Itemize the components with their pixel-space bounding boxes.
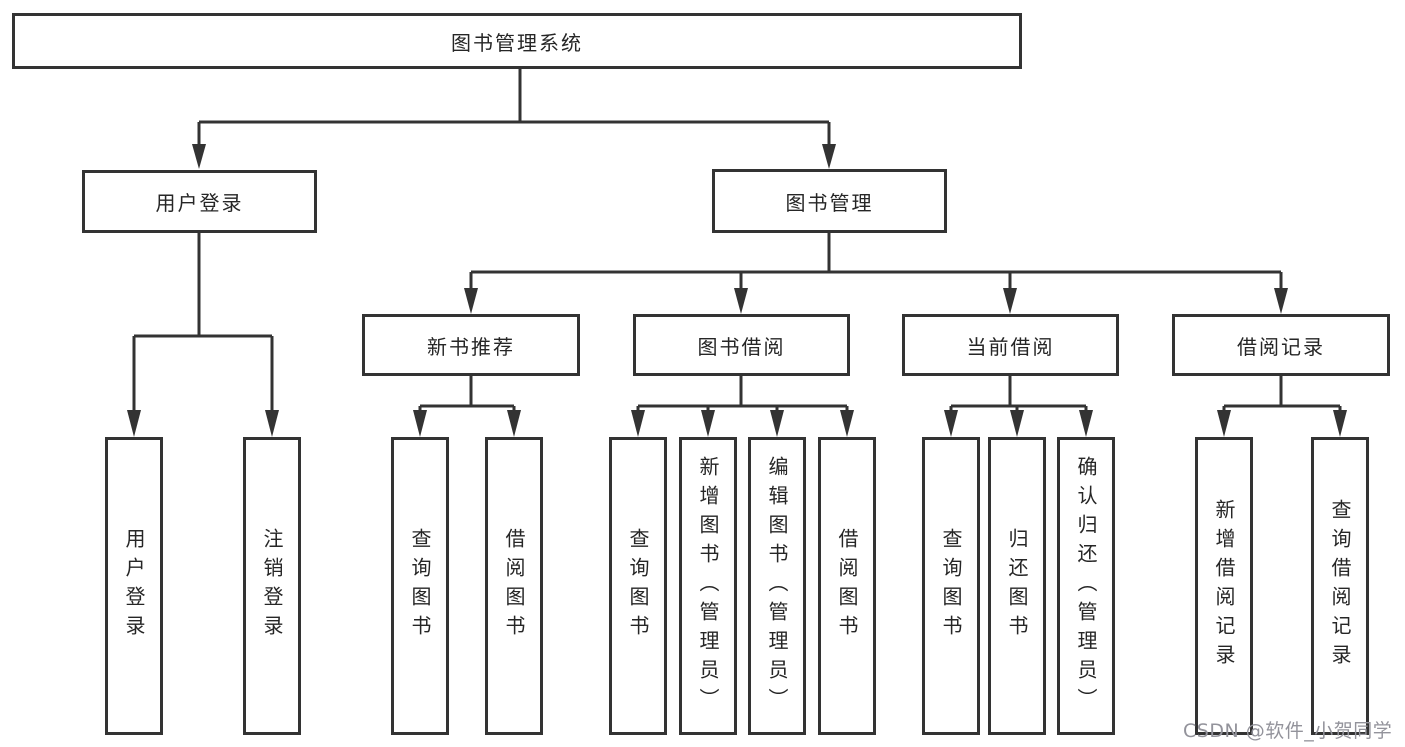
leaf-edit-book-admin: 编辑图书（管理员） (748, 437, 806, 735)
csdn-watermark: CSDN @软件_小贺同学 (1183, 720, 1393, 742)
node-user-login: 用户登录 (82, 170, 317, 233)
leaf-label: 查询图书 (626, 528, 650, 644)
leaf-label: 查询图书 (408, 528, 432, 644)
leaf-user-login: 用户登录 (105, 437, 163, 735)
leaf-label: 查询借阅记录 (1328, 499, 1352, 673)
leaf-add-book-admin: 新增图书（管理员） (679, 437, 737, 735)
leaf-return-book: 归还图书 (988, 437, 1046, 735)
arrowheads (127, 144, 1347, 437)
leaf-search-books-current: 查询图书 (922, 437, 980, 735)
node-root-system: 图书管理系统 (12, 13, 1022, 69)
leaf-label: 归还图书 (1005, 528, 1029, 644)
leaf-label: 借阅图书 (835, 528, 859, 644)
connector-paths (132, 69, 1342, 414)
leaf-label: 新增图书（管理员） (696, 455, 720, 717)
leaf-label: 用户登录 (122, 528, 146, 644)
leaf-label: 借阅图书 (502, 528, 526, 644)
leaf-label: 新增借阅记录 (1212, 499, 1236, 673)
leaf-search-books-borrowing: 查询图书 (609, 437, 667, 735)
node-book-management: 图书管理 (712, 169, 947, 233)
leaf-label: 确认归还（管理员） (1074, 455, 1098, 717)
node-new-book-recommend: 新书推荐 (362, 314, 580, 376)
leaf-logout: 注销登录 (243, 437, 301, 735)
leaf-label: 注销登录 (260, 528, 284, 644)
leaf-add-borrow-record: 新增借阅记录 (1195, 437, 1253, 735)
leaf-search-borrow-record: 查询借阅记录 (1311, 437, 1369, 735)
node-current-borrowing: 当前借阅 (902, 314, 1119, 376)
leaf-label: 查询图书 (939, 528, 963, 644)
leaf-confirm-return-admin: 确认归还（管理员） (1057, 437, 1115, 735)
leaf-borrow-books-recommend: 借阅图书 (485, 437, 543, 735)
leaf-borrow-books-borrowing: 借阅图书 (818, 437, 876, 735)
node-borrow-records: 借阅记录 (1172, 314, 1390, 376)
leaf-search-books-recommend: 查询图书 (391, 437, 449, 735)
leaf-label: 编辑图书（管理员） (765, 455, 789, 717)
node-book-borrowing: 图书借阅 (633, 314, 850, 376)
